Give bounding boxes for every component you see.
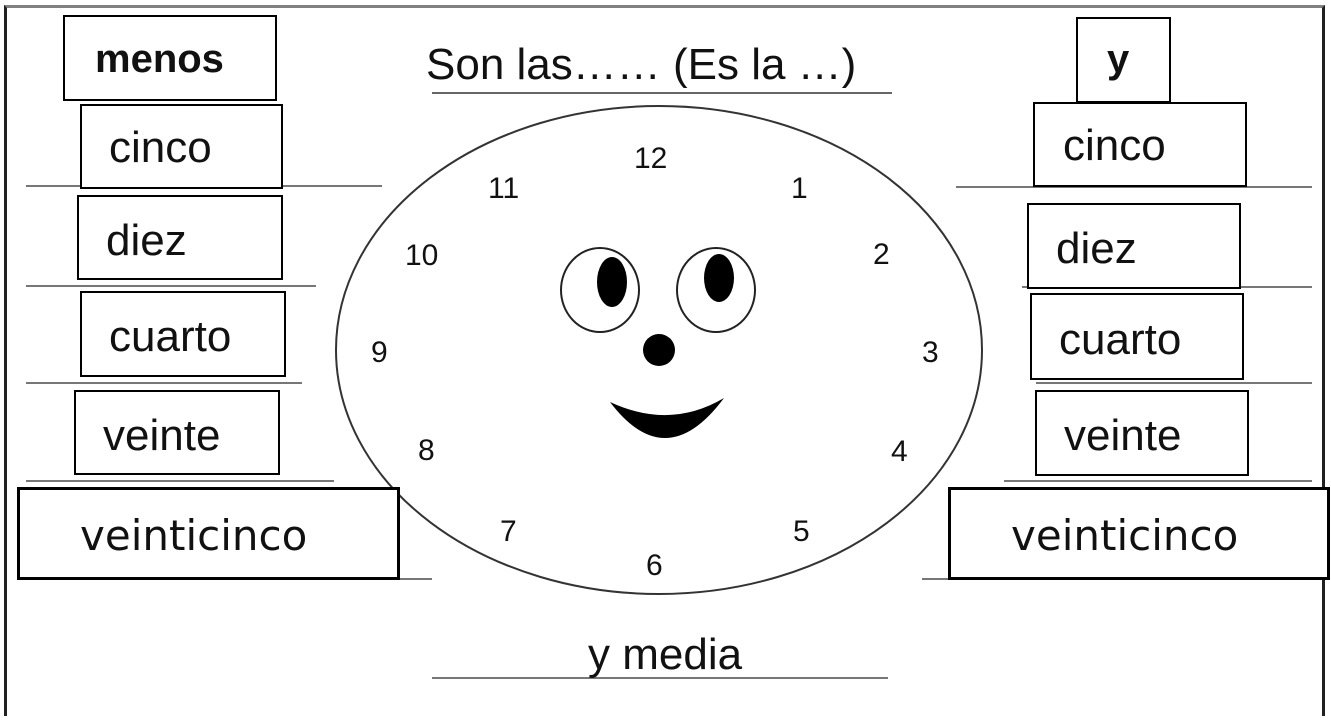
- left-label-veinticinco: veinticinco: [80, 515, 307, 557]
- clock-number-9: 9: [371, 336, 388, 369]
- right-label-cinco: cinco: [1063, 124, 1166, 168]
- clock-number-5: 5: [793, 515, 810, 548]
- clock-number-10: 10: [405, 239, 438, 272]
- left-label-cuarto: cuarto: [109, 315, 231, 359]
- right-label-diez: diez: [1056, 227, 1137, 271]
- clock-number-6: 6: [646, 549, 663, 582]
- clock-number-4: 4: [891, 435, 908, 468]
- left-box-cinco: cinco: [80, 104, 283, 189]
- right-label-veinticinco: veinticinco: [1011, 515, 1238, 557]
- left-box-veinticinco: veinticinco: [17, 487, 400, 580]
- clock-number-7: 7: [500, 515, 517, 548]
- left-label-cinco: cinco: [109, 126, 212, 170]
- clock-number-12: 12: [634, 142, 667, 175]
- smiley-face: [561, 248, 755, 438]
- clock-number-11: 11: [488, 172, 519, 205]
- right-box-diez: diez: [1027, 203, 1241, 289]
- nose-icon: [643, 334, 675, 366]
- header-y-label: y: [1107, 39, 1129, 79]
- right-label-veinte: veinte: [1064, 414, 1181, 458]
- right-box-veinticinco: veinticinco: [948, 487, 1330, 580]
- clock-number-8: 8: [418, 434, 435, 467]
- clock-number-2: 2: [873, 238, 890, 271]
- right-box-cuarto: cuarto: [1030, 293, 1244, 380]
- right-box-veinte: veinte: [1035, 390, 1249, 476]
- header-y: y: [1076, 17, 1171, 103]
- left-box-veinte: veinte: [74, 390, 280, 475]
- header-menos: menos: [63, 15, 277, 101]
- clock-number-3: 3: [922, 336, 939, 369]
- header-menos-label: menos: [95, 39, 224, 79]
- left-box-cuarto: cuarto: [80, 291, 286, 377]
- bottom-label: y media: [588, 630, 742, 680]
- left-label-diez: diez: [106, 219, 187, 263]
- mouth-icon: [610, 398, 724, 438]
- right-label-cuarto: cuarto: [1059, 318, 1181, 362]
- left-box-diez: diez: [77, 195, 283, 280]
- clock-number-1: 1: [791, 172, 808, 205]
- right-box-cinco: cinco: [1033, 102, 1247, 187]
- left-label-veinte: veinte: [103, 414, 220, 458]
